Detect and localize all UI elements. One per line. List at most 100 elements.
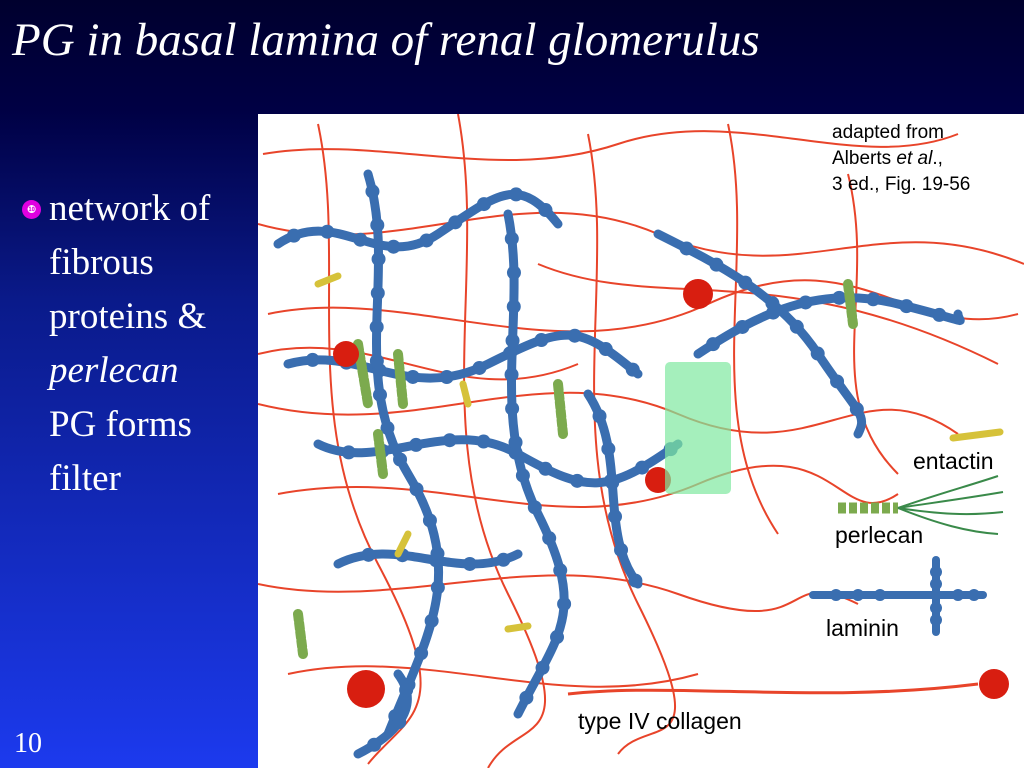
bullet-line-1: network of (49, 188, 211, 229)
bullet-line-2: fibrous (49, 242, 154, 283)
laminin-bead (519, 690, 534, 705)
collagen-fiber (317, 123, 422, 765)
laminin-bead (557, 596, 572, 611)
legend-laminin-symbol (809, 556, 987, 636)
laminin-bead (448, 215, 463, 230)
laminin-bead (534, 333, 549, 348)
laminin-bead (361, 547, 376, 562)
collagen-fiber (258, 346, 579, 381)
laminin-bead (393, 452, 408, 467)
laminin-bead (709, 257, 724, 272)
laminin-bead (538, 461, 553, 476)
laminin-bead (370, 286, 385, 301)
legend-label-perlecan: perlecan (835, 522, 924, 548)
laminin-bead (608, 509, 623, 524)
collagen-fiber (847, 173, 899, 475)
laminin-bead (706, 337, 721, 352)
basal-lamina-illustration: adapted from Alberts et al., 3 ed., Fig.… (258, 114, 1024, 768)
laminin-bead (527, 500, 542, 515)
laminin-bead (605, 475, 620, 490)
laminin-bead (503, 346, 518, 361)
laminin-bead (508, 445, 523, 460)
legend-perlecan-symbol (838, 475, 1004, 535)
laminin-bead (286, 228, 301, 243)
laminin-bead (367, 737, 382, 752)
perlecan-chain (843, 279, 858, 329)
credit-line-2: Alberts et al., (832, 148, 943, 169)
perlecan-chain (373, 429, 388, 479)
laminin-bead (442, 433, 457, 448)
network-drawing (258, 114, 1024, 768)
laminin-bead (414, 646, 429, 661)
laminin-bead (399, 682, 414, 697)
laminin-bead (504, 367, 519, 382)
laminin-strand (653, 229, 867, 439)
figure-credit: adapted from Alberts et al., 3 ed., Fig.… (832, 120, 970, 198)
laminin-bead (899, 299, 914, 314)
legend-label-collagen: type IV collagen (578, 708, 742, 734)
laminin-bead (628, 573, 643, 588)
laminin-bead (372, 387, 387, 402)
laminin-bead (341, 445, 356, 460)
laminin-bead (371, 252, 386, 267)
perlecan-chain (393, 349, 408, 409)
collagen-node (333, 341, 359, 367)
laminin-bead (369, 353, 384, 368)
laminin-bead (505, 333, 520, 348)
entactin-molecule (504, 622, 532, 633)
collagen-fiber (258, 574, 859, 613)
laminin-bead (592, 409, 607, 424)
bullet-point: ❿ network of fibrous proteins & perlecan… (22, 182, 252, 506)
laminin-bead (365, 184, 380, 199)
credit-line-1: adapted from (832, 122, 944, 143)
laminin-bead (866, 292, 881, 307)
credit-line-3: 3 ed., Fig. 19-56 (832, 174, 971, 195)
highlight-box (665, 362, 731, 494)
perlecan-chain (553, 379, 568, 439)
laminin-bead (429, 553, 444, 568)
laminin-bead (567, 328, 582, 343)
laminin-bead (369, 320, 384, 335)
laminin-bead (476, 434, 491, 449)
collagen-node (347, 670, 385, 708)
laminin-bead (392, 715, 407, 730)
laminin-strand (313, 435, 683, 488)
laminin-bead (553, 563, 568, 578)
laminin-bead (439, 370, 454, 385)
laminin-bead (679, 241, 694, 256)
collagen-fiber (262, 130, 959, 162)
laminin-bead (614, 542, 629, 557)
laminin-bead (504, 231, 519, 246)
laminin-bead (419, 233, 434, 248)
laminin-bead (370, 218, 385, 233)
perlecan-chains (293, 279, 858, 659)
laminin-bead (380, 420, 395, 435)
laminin-bead (353, 232, 368, 247)
laminin-bead (515, 468, 530, 483)
entactin-molecule (394, 530, 412, 558)
page-number: 10 (14, 728, 42, 759)
laminin-bead (320, 224, 335, 239)
laminin-bead (735, 319, 750, 334)
legend-entactin-symbol (949, 428, 1004, 442)
legend-collagen-symbol (567, 669, 1009, 699)
laminin-bead (409, 482, 424, 497)
laminin-bead (766, 305, 781, 320)
legend-label-laminin: laminin (826, 615, 899, 641)
laminin-bead (810, 346, 825, 361)
laminin-bead (305, 352, 320, 367)
laminin-bead (738, 275, 753, 290)
legend-label-entactin: entactin (913, 448, 994, 474)
laminin-bead (601, 441, 616, 456)
bullet-line-6: filter (49, 458, 121, 499)
laminin-bead (505, 401, 520, 416)
laminin-bead (550, 630, 565, 645)
laminin-bead (472, 360, 487, 375)
laminin-bead (476, 197, 491, 212)
perlecan-chain (353, 339, 373, 409)
legend-collagen-node (979, 669, 1009, 699)
laminin-bead (849, 402, 864, 417)
collagen-nodes (333, 279, 713, 708)
laminin-bead (538, 203, 553, 218)
laminin-strand (333, 549, 523, 569)
